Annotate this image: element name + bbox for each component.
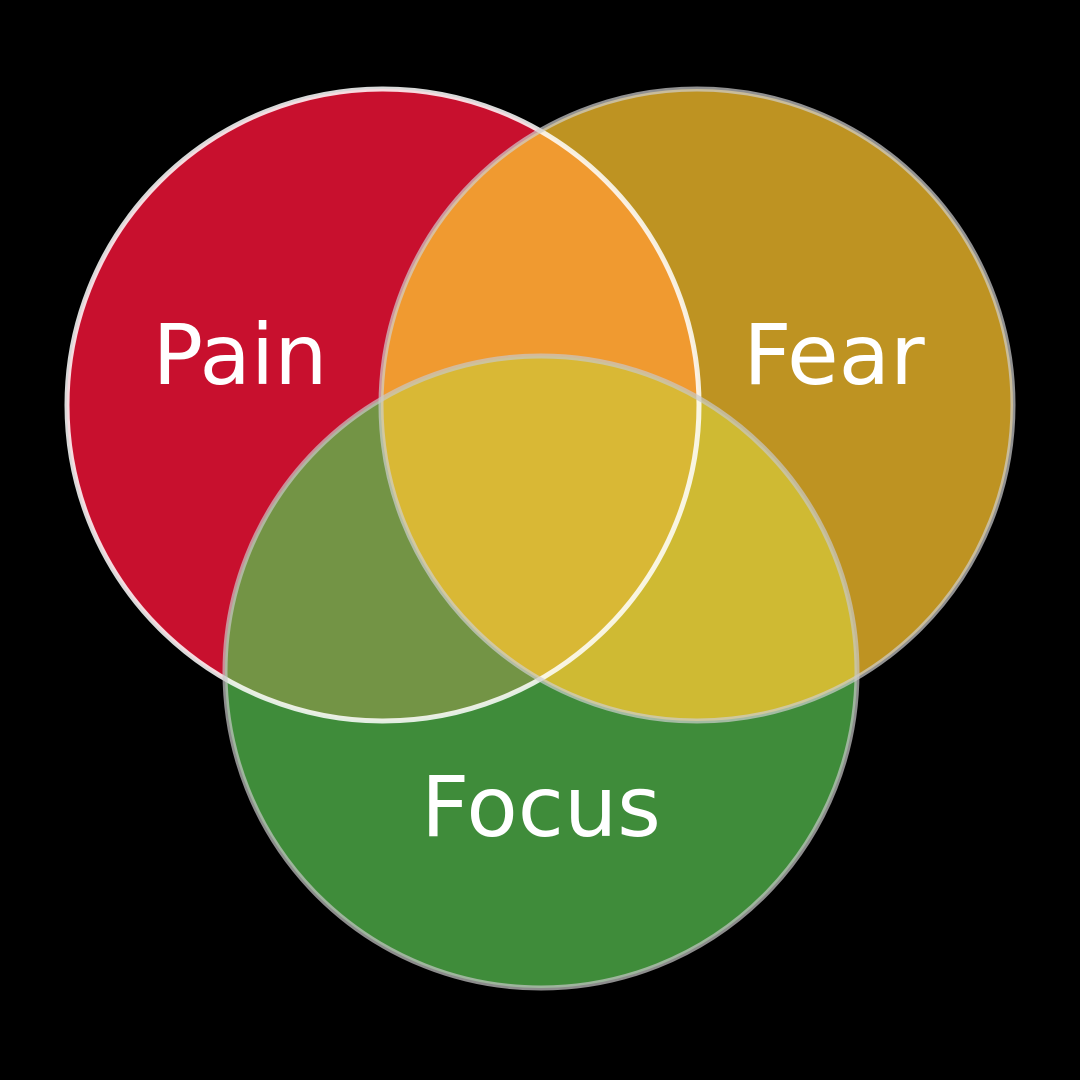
- fear-outline: [378, 86, 1016, 724]
- pain-label: Pain: [153, 306, 328, 404]
- fear-label: Fear: [743, 306, 925, 404]
- focus-label: Focus: [421, 758, 661, 856]
- focus-outline: [222, 353, 860, 991]
- pain-outline: [64, 86, 702, 724]
